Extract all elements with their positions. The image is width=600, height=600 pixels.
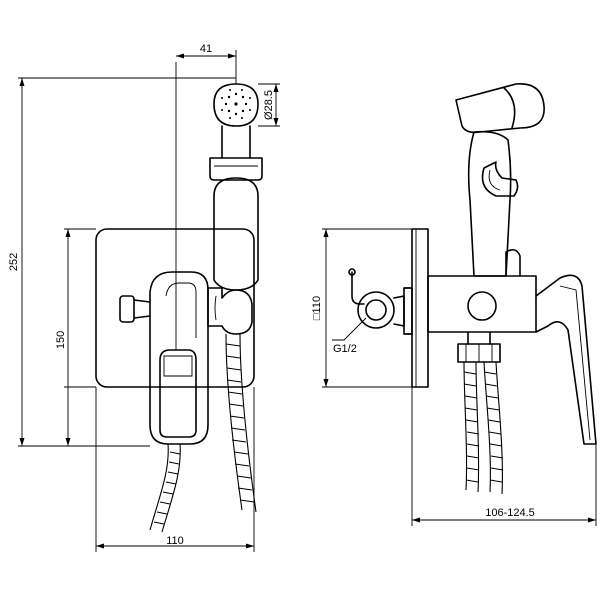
front-handle-window (159, 349, 197, 438)
front-wall-plate (95, 228, 255, 388)
front-shower-connector (207, 287, 253, 335)
dim-plate-width: 110 (166, 535, 184, 547)
dim-plate-height: 150 (55, 331, 67, 349)
side-cartridge-circle (467, 291, 497, 321)
side-hose-right (483, 361, 504, 495)
side-view: □110 G1/2 (311, 83, 597, 526)
side-lever-handle (535, 274, 597, 445)
dim-spout-offset: 41 (200, 43, 212, 55)
side-shower-trigger (481, 161, 519, 197)
dim-total-height: 252 (8, 253, 20, 271)
side-hose-nut (457, 343, 501, 363)
side-wall-plate (411, 228, 429, 388)
front-mixer-handle (149, 271, 209, 445)
side-inlet-nut (357, 291, 395, 329)
dim-head-diameter: Ø28.5 (263, 90, 275, 120)
side-shower-head (455, 83, 545, 134)
front-shower-band (209, 157, 263, 181)
dim-projection: 106-124.5 (485, 507, 535, 519)
front-hose-right (225, 333, 257, 513)
front-shower-body (213, 177, 259, 291)
side-shower-body (467, 130, 512, 277)
front-left-knob (119, 295, 135, 323)
front-view: 41 Ø28.5 252 150 110 (8, 43, 280, 552)
side-hose-left (463, 361, 480, 493)
side-mixer-body (427, 275, 537, 333)
front-nozzle-dots (221, 89, 251, 119)
side-inlet-stem (351, 271, 365, 305)
dim-side-square: □110 (311, 296, 323, 320)
front-hose-left (149, 443, 181, 533)
dim-thread: G1/2 (333, 343, 357, 355)
front-shower-head (213, 83, 259, 127)
